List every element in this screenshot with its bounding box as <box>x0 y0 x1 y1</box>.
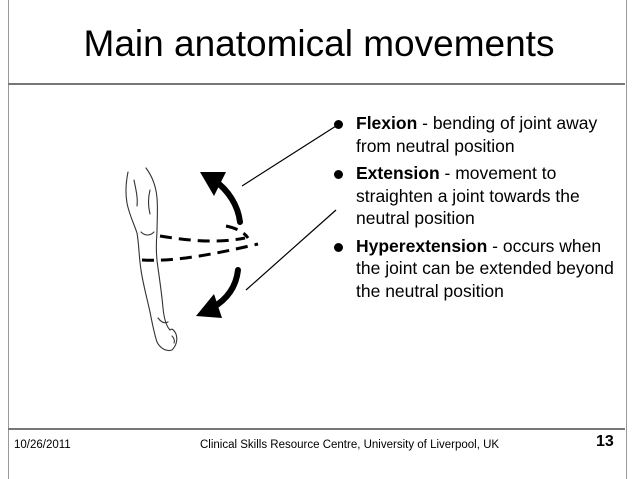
bullet-term: Hyperextension <box>356 235 488 256</box>
bullet-dot-icon <box>334 120 343 129</box>
dashed-arm-positions <box>141 224 259 262</box>
flexion-arrowhead <box>200 172 226 196</box>
bullet-term: Flexion <box>356 113 418 133</box>
bullet-text: - occurs when the joint can be extended … <box>356 235 614 301</box>
slide-frame-right <box>626 0 627 479</box>
bullet-text: - movement to straighten a joint towards… <box>356 163 580 228</box>
bullet-dot-icon <box>334 242 343 252</box>
bullet-flexion: Flexion - bending of joint away from neu… <box>334 112 624 157</box>
bullet-text: - bending of joint away from neutral pos… <box>356 113 598 156</box>
footer-date: 10/26/2011 <box>14 439 71 451</box>
page-title: Main anatomical movements <box>83 23 555 64</box>
bullet-list: Flexion - bending of joint away from neu… <box>334 112 624 307</box>
footer-divider <box>8 428 625 430</box>
page-number: 13 <box>596 433 614 450</box>
footer-organization: Clinical Skills Resource Centre, Univers… <box>200 439 500 451</box>
title-divider <box>8 83 625 85</box>
bullet-hyperextension: Hyperextension - occurs when the joint c… <box>334 235 624 303</box>
bullet-term: Extension <box>356 163 440 183</box>
slide-frame-left <box>8 0 9 479</box>
hyperextension-arrowhead <box>196 294 222 318</box>
bullet-extension: Extension - movement to straighten a joi… <box>334 162 624 230</box>
bullet-dot-icon <box>334 170 343 179</box>
pointer-lines <box>241 125 337 291</box>
arm-drawing <box>125 167 178 352</box>
